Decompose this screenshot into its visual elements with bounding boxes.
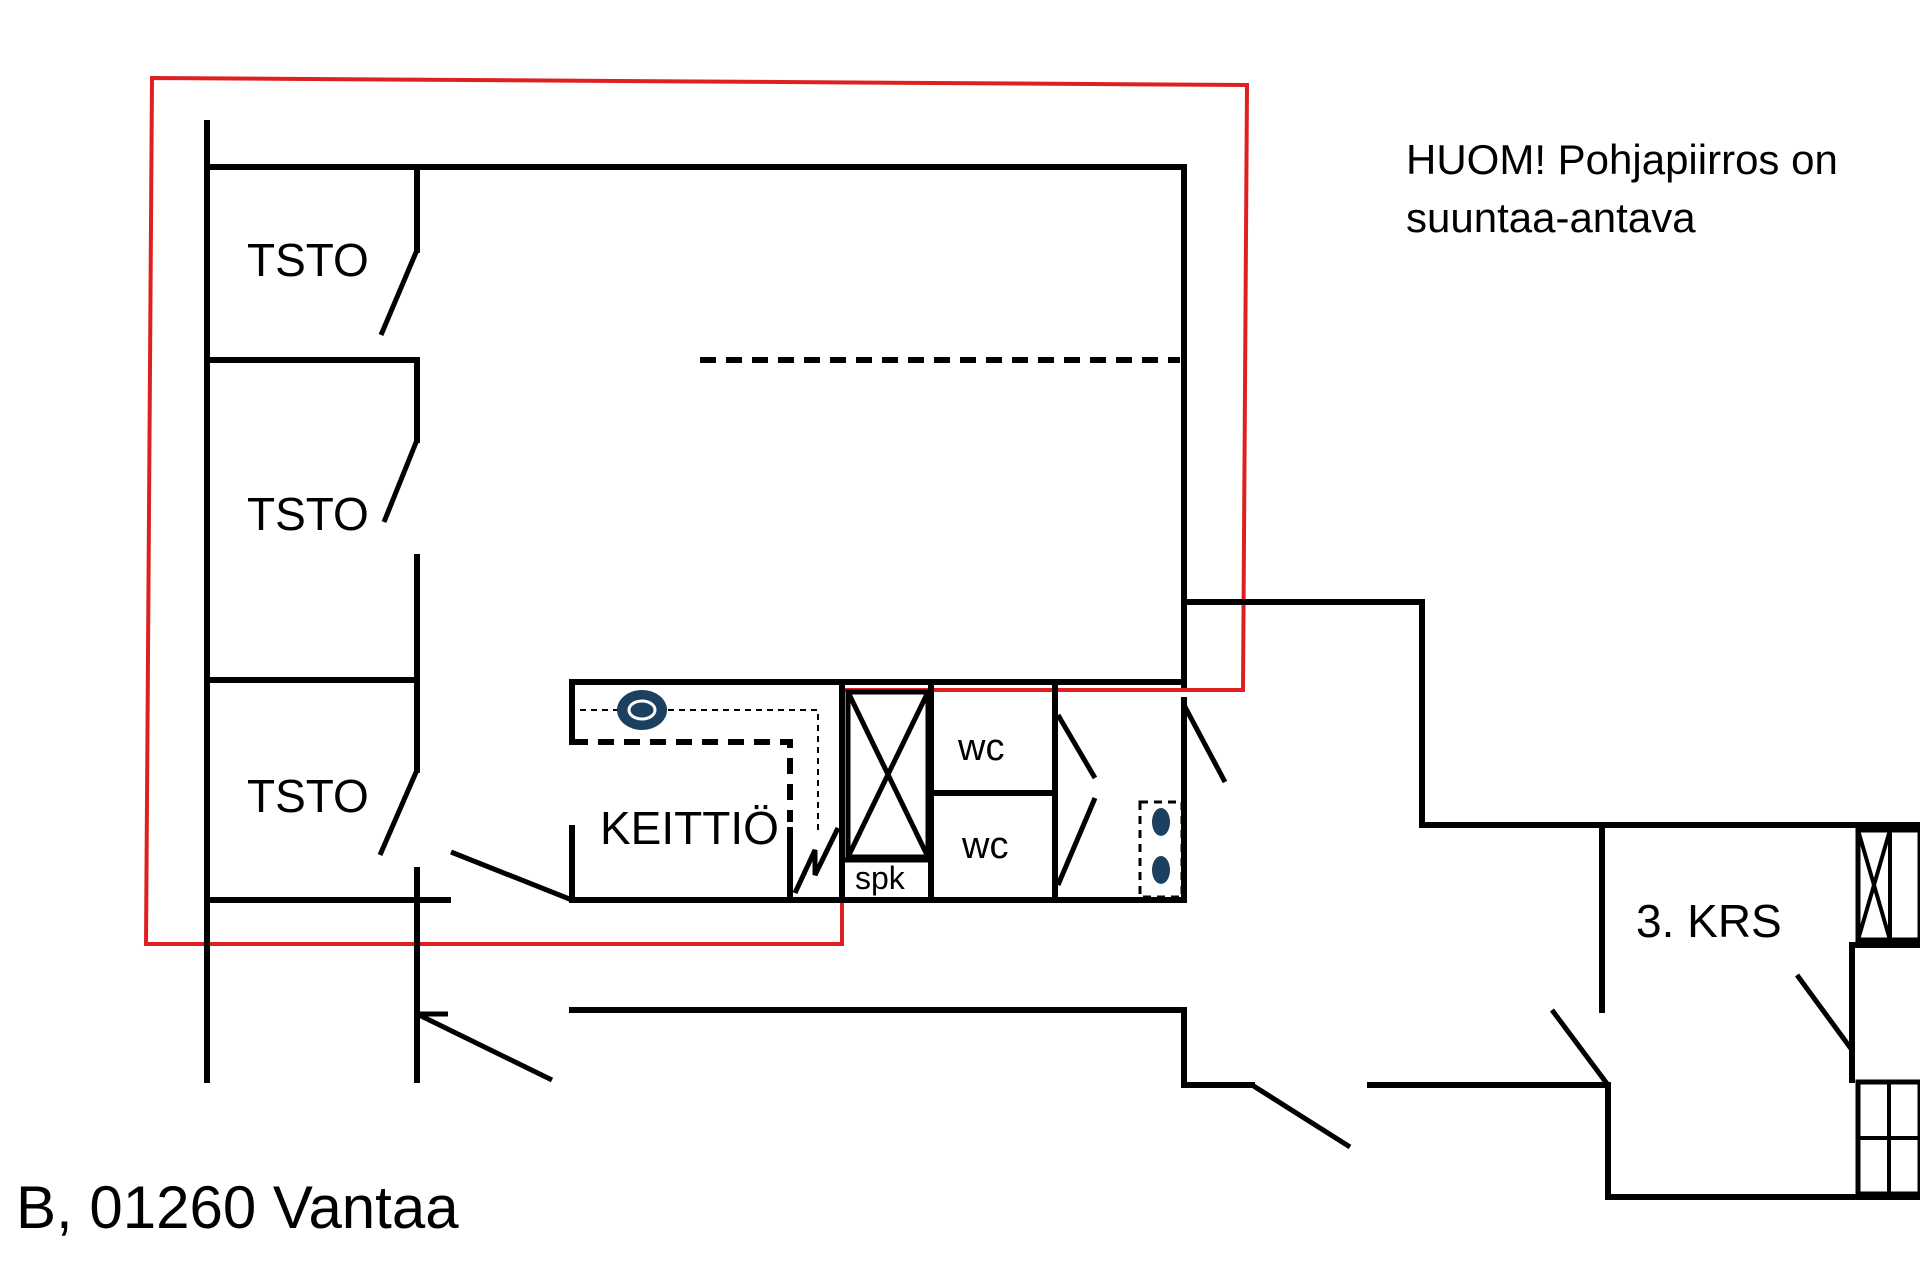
door-wc-1 <box>1055 713 1098 780</box>
room-label-wc-2: wc <box>961 825 1008 867</box>
room-label-kitchen: KEITTIÖ <box>600 802 779 854</box>
door-office-3 <box>377 769 420 856</box>
floor-label: 3. KRS <box>1636 895 1782 947</box>
door-stairwell <box>1794 973 1855 1052</box>
stairs-icon <box>1855 1079 1920 1197</box>
disclaimer-note-line-2: suuntaa-antava <box>1406 194 1696 241</box>
door-wc-2 <box>1055 797 1098 886</box>
kitchen-zigzag <box>792 826 841 895</box>
door-kitchen <box>450 849 573 903</box>
door-office-2 <box>381 439 420 523</box>
disclaimer-note-line-1: HUOM! Pohjapiirros on <box>1406 136 1838 183</box>
room-label-cleaning: spk <box>855 860 906 896</box>
stove-icon <box>1138 800 1184 899</box>
door-corridor <box>415 1011 554 1083</box>
room-label-office-2: TSTO <box>247 488 369 540</box>
door-office-1 <box>378 249 420 336</box>
elevator-icon <box>1855 827 1920 943</box>
room-label-office-3: TSTO <box>247 770 369 822</box>
kitchen-counter <box>572 739 793 822</box>
room-label-office-1: TSTO <box>247 234 369 286</box>
address-label: B, 01260 Vantaa <box>16 1174 459 1241</box>
door-corridor-2 <box>1250 1082 1352 1150</box>
door-entrance <box>1181 703 1228 784</box>
sink-icon <box>617 690 667 730</box>
room-label-wc-1: wc <box>957 727 1004 769</box>
door-lobby <box>1549 1008 1611 1087</box>
shaft-x-icon <box>845 689 931 860</box>
